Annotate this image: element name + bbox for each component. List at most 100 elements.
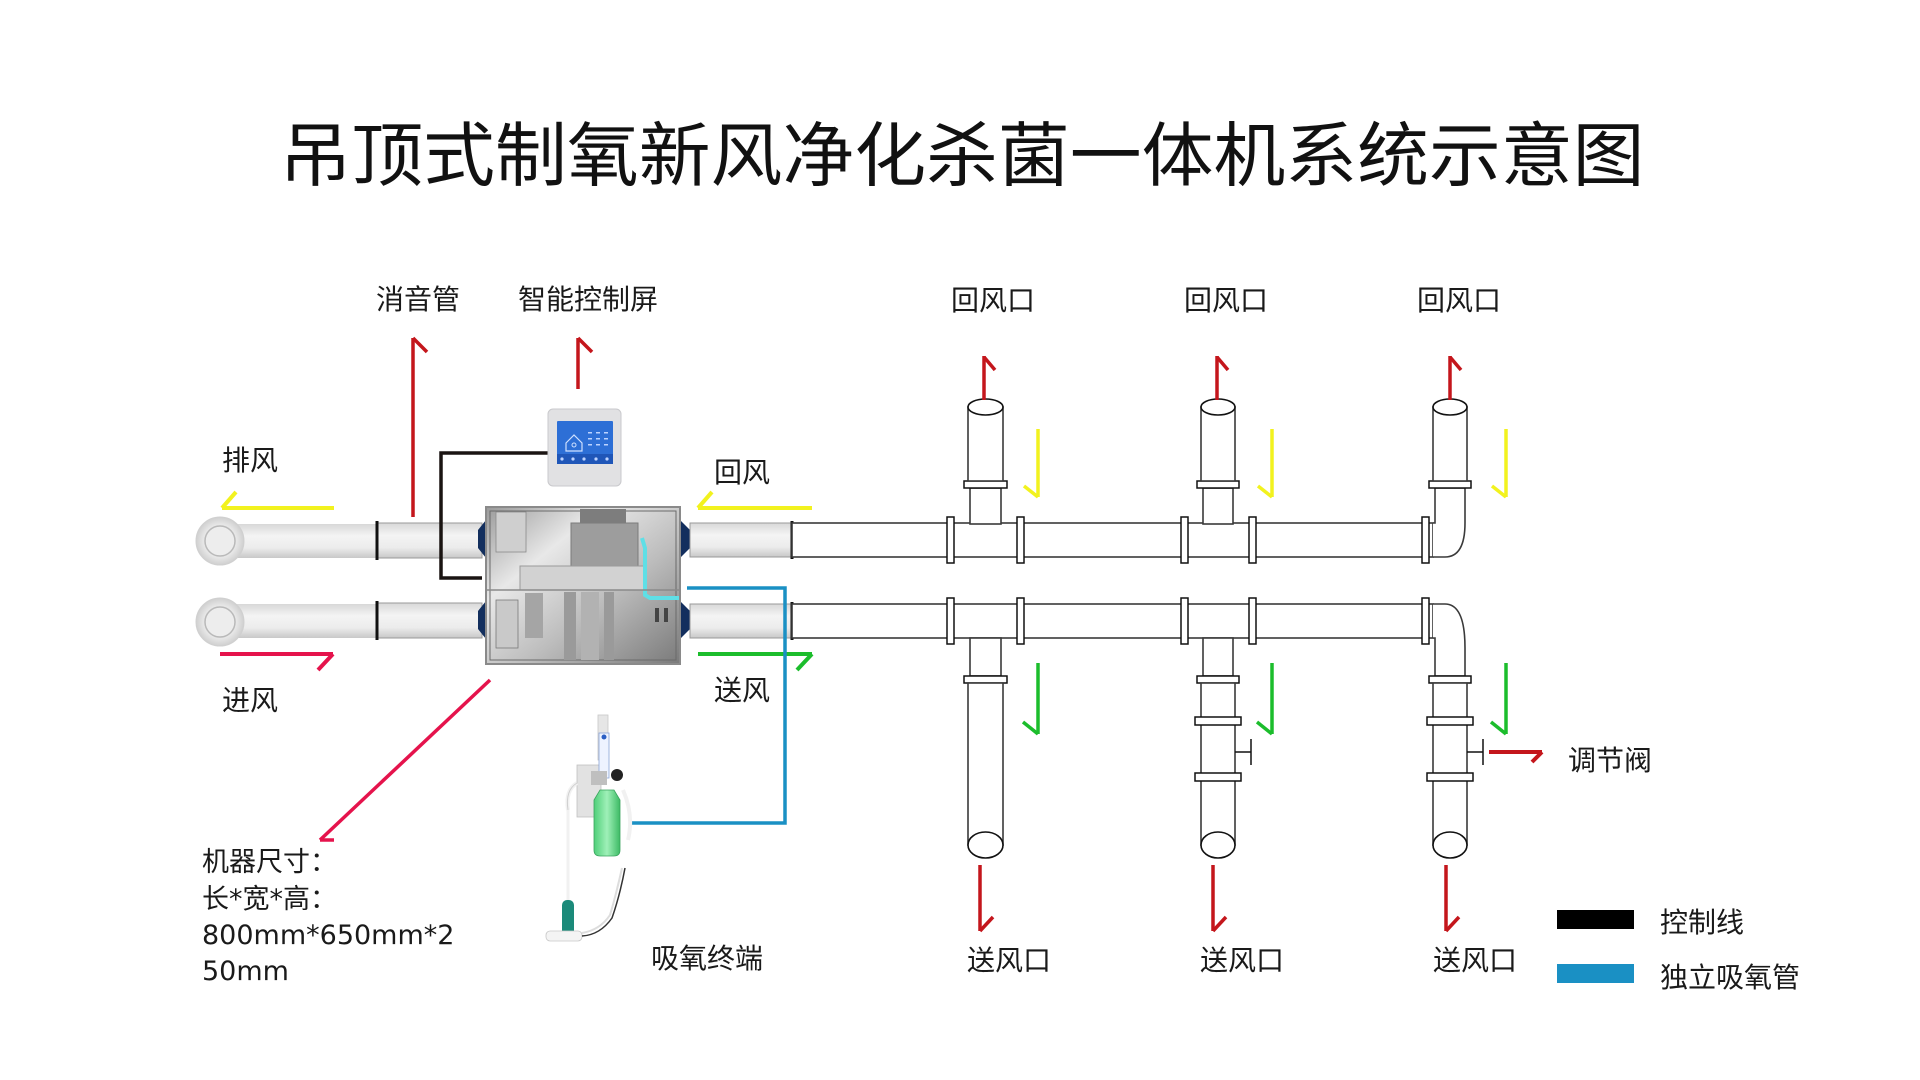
return-elbow (1433, 487, 1466, 558)
supply-outlet-opening (1432, 831, 1468, 859)
return-duct-connector (689, 522, 793, 558)
supply-outlets: 送风口 送风口 送风口 (967, 663, 1517, 977)
regulating-valve-label: 调节阀 (1568, 744, 1652, 777)
return-air-label: 回风 (714, 456, 770, 489)
return-collar (1428, 480, 1472, 489)
return-outlet-opening (967, 398, 1004, 416)
legend-swatch-oxygen-line (1557, 964, 1634, 983)
valve-flange (1194, 772, 1242, 782)
supply-collar (1196, 675, 1240, 684)
smart-control-screen (547, 408, 622, 487)
home-icon (565, 434, 583, 452)
return-main-pipe (791, 522, 1434, 558)
valve-flange (1426, 716, 1474, 726)
return-outlet-opening (1432, 398, 1468, 416)
pipe-flange (1248, 597, 1257, 645)
return-outlet-pointer-arrow (982, 355, 997, 400)
return-outlet-label: 回风口 (951, 284, 1035, 317)
supply-outlet-label: 送风口 (967, 944, 1051, 977)
supply-outlet-opening (1200, 831, 1236, 859)
intake-flow-arrow (220, 652, 335, 672)
machine-size-line-2: 长*宽*高： (202, 884, 337, 915)
return-collar (963, 480, 1008, 489)
internal-oxygen-tube (640, 537, 679, 600)
supply-duct-connector (689, 603, 793, 639)
supply-outlet-label: 送风口 (1433, 944, 1517, 977)
machine-size-line-3: 800mm*650mm*2 (202, 920, 454, 951)
intake-label: 进风 (222, 684, 278, 717)
supply-air-label: 送风 (714, 674, 770, 707)
control-screen-label: 智能控制屏 (518, 283, 658, 316)
pipe-flange (1421, 597, 1430, 645)
exhaust-flow-arrow (220, 490, 334, 510)
return-tee (1202, 487, 1234, 525)
screen-display (557, 421, 613, 464)
return-air-flow-arrow (696, 490, 812, 510)
valve-flange (1194, 716, 1242, 726)
exhaust-label: 排风 (222, 444, 278, 477)
supply-outlet-pointer-arrow (978, 865, 995, 933)
legend-swatch-control-line (1557, 910, 1634, 929)
return-flow-arrow (1022, 429, 1040, 499)
return-outlets: 回风口 回风口 回风口 (951, 284, 1508, 499)
return-riser (1432, 406, 1468, 482)
oxygen-terminal-label: 吸氧终端 (651, 942, 763, 975)
machine-size-line-4: 50mm (202, 956, 289, 987)
supply-drop (1200, 682, 1236, 846)
return-outlet-pointer-arrow (1215, 355, 1230, 400)
intake-duct (195, 597, 483, 647)
muffler-pointer-arrow (411, 336, 429, 517)
diagram-title: 吊顶式制氧新风净化杀菌一体机系统示意图 (280, 115, 1645, 197)
legend-label-control-line: 控制线 (1660, 906, 1744, 939)
legend: 控制线 独立吸氧管 (1557, 906, 1800, 994)
return-collar (1196, 480, 1240, 489)
supply-outlet-label: 送风口 (1200, 944, 1284, 977)
supply-collar (963, 675, 1008, 684)
supply-outlet-opening (967, 831, 1004, 859)
supply-air-flow-arrow (698, 652, 814, 672)
return-flow-arrow (1256, 429, 1274, 499)
supply-flow-arrow (1021, 663, 1040, 736)
legend-label-oxygen-line: 独立吸氧管 (1660, 961, 1800, 994)
supply-flow-arrow (1255, 663, 1274, 736)
machine-size-line-1: 机器尺寸： (202, 847, 337, 878)
return-flow-arrow (1490, 429, 1508, 499)
pipe-flange (1180, 597, 1189, 645)
exhaust-duct (195, 516, 483, 566)
humidifier-bottle-icon (593, 789, 621, 857)
control-line (439, 451, 548, 580)
supply-tee (969, 637, 1002, 677)
supply-outlet-pointer-arrow (1211, 865, 1228, 933)
return-riser (967, 406, 1004, 482)
supply-collar (1428, 675, 1472, 684)
supply-drop (1432, 682, 1468, 846)
supply-tee (1202, 637, 1234, 677)
supply-flow-arrow (1489, 663, 1508, 736)
supply-elbow (1433, 603, 1466, 677)
return-outlet-label: 回风口 (1417, 284, 1501, 317)
return-riser (1200, 406, 1236, 482)
screen-pointer-arrow (576, 336, 594, 389)
supply-drop (967, 682, 1004, 846)
pipe-flange (946, 597, 955, 645)
valve-flange (1426, 772, 1474, 782)
oxygen-terminal (545, 714, 633, 942)
supply-outlet-pointer-arrow (1444, 865, 1461, 933)
pipe-flange (1016, 516, 1025, 564)
supply-main-pipe (791, 603, 1434, 639)
pipe-flange (946, 516, 955, 564)
pipe-flange (1016, 597, 1025, 645)
muffler-label: 消音管 (376, 283, 460, 316)
machine-size-pointer-arrow (318, 678, 492, 842)
valve-pointer-arrow (1489, 750, 1544, 764)
return-outlet-pointer-arrow (1448, 355, 1463, 400)
pipe-network (791, 398, 1484, 859)
oxygen-line (630, 586, 787, 825)
fresh-air-unit (478, 506, 690, 665)
return-outlet-opening (1200, 398, 1236, 416)
return-outlet-label: 回风口 (1184, 284, 1268, 317)
pipe-flange (1421, 516, 1430, 564)
pipe-flange (1248, 516, 1257, 564)
return-tee (969, 487, 1002, 525)
